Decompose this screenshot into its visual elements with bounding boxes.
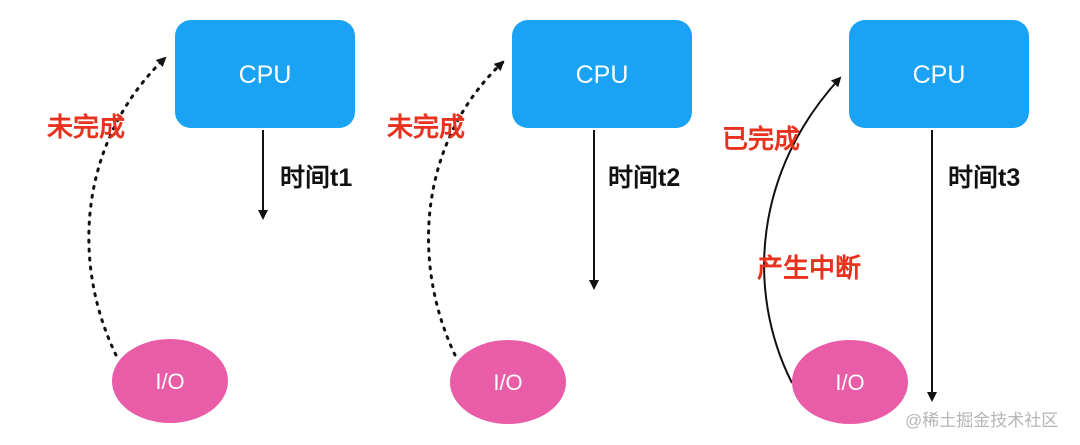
time-label: 时间t3 xyxy=(948,164,1020,192)
watermark: @稀土掘金技术社区 xyxy=(905,411,1058,430)
status-label: 未完成 xyxy=(387,112,465,142)
io-label: I/O xyxy=(835,370,864,395)
dotted-arrow xyxy=(427,60,505,357)
dotted-arrow xyxy=(87,56,167,357)
io-label: I/O xyxy=(155,369,184,394)
interrupt-label: 产生中断 xyxy=(757,253,861,283)
time-label: 时间t1 xyxy=(280,164,352,192)
panel-3: CPU 时间t3 已完成 产生中断 I/O xyxy=(722,20,1029,424)
status-label: 已完成 xyxy=(722,124,800,154)
status-label: 未完成 xyxy=(47,112,125,142)
cpu-box xyxy=(849,20,1029,128)
cpu-label: CPU xyxy=(913,61,966,89)
panel-1: CPU 时间t1 未完成 I/O xyxy=(47,20,355,423)
io-label: I/O xyxy=(493,370,522,395)
interrupt-arrow xyxy=(763,76,842,384)
io-node xyxy=(792,340,908,424)
panel-2: CPU 时间t2 未完成 I/O xyxy=(387,20,692,424)
io-node xyxy=(112,339,228,423)
cpu-box xyxy=(175,20,355,128)
cpu-label: CPU xyxy=(239,61,292,89)
io-node xyxy=(450,340,566,424)
time-label: 时间t2 xyxy=(608,164,680,192)
cpu-box xyxy=(512,20,692,128)
cpu-label: CPU xyxy=(576,61,629,89)
